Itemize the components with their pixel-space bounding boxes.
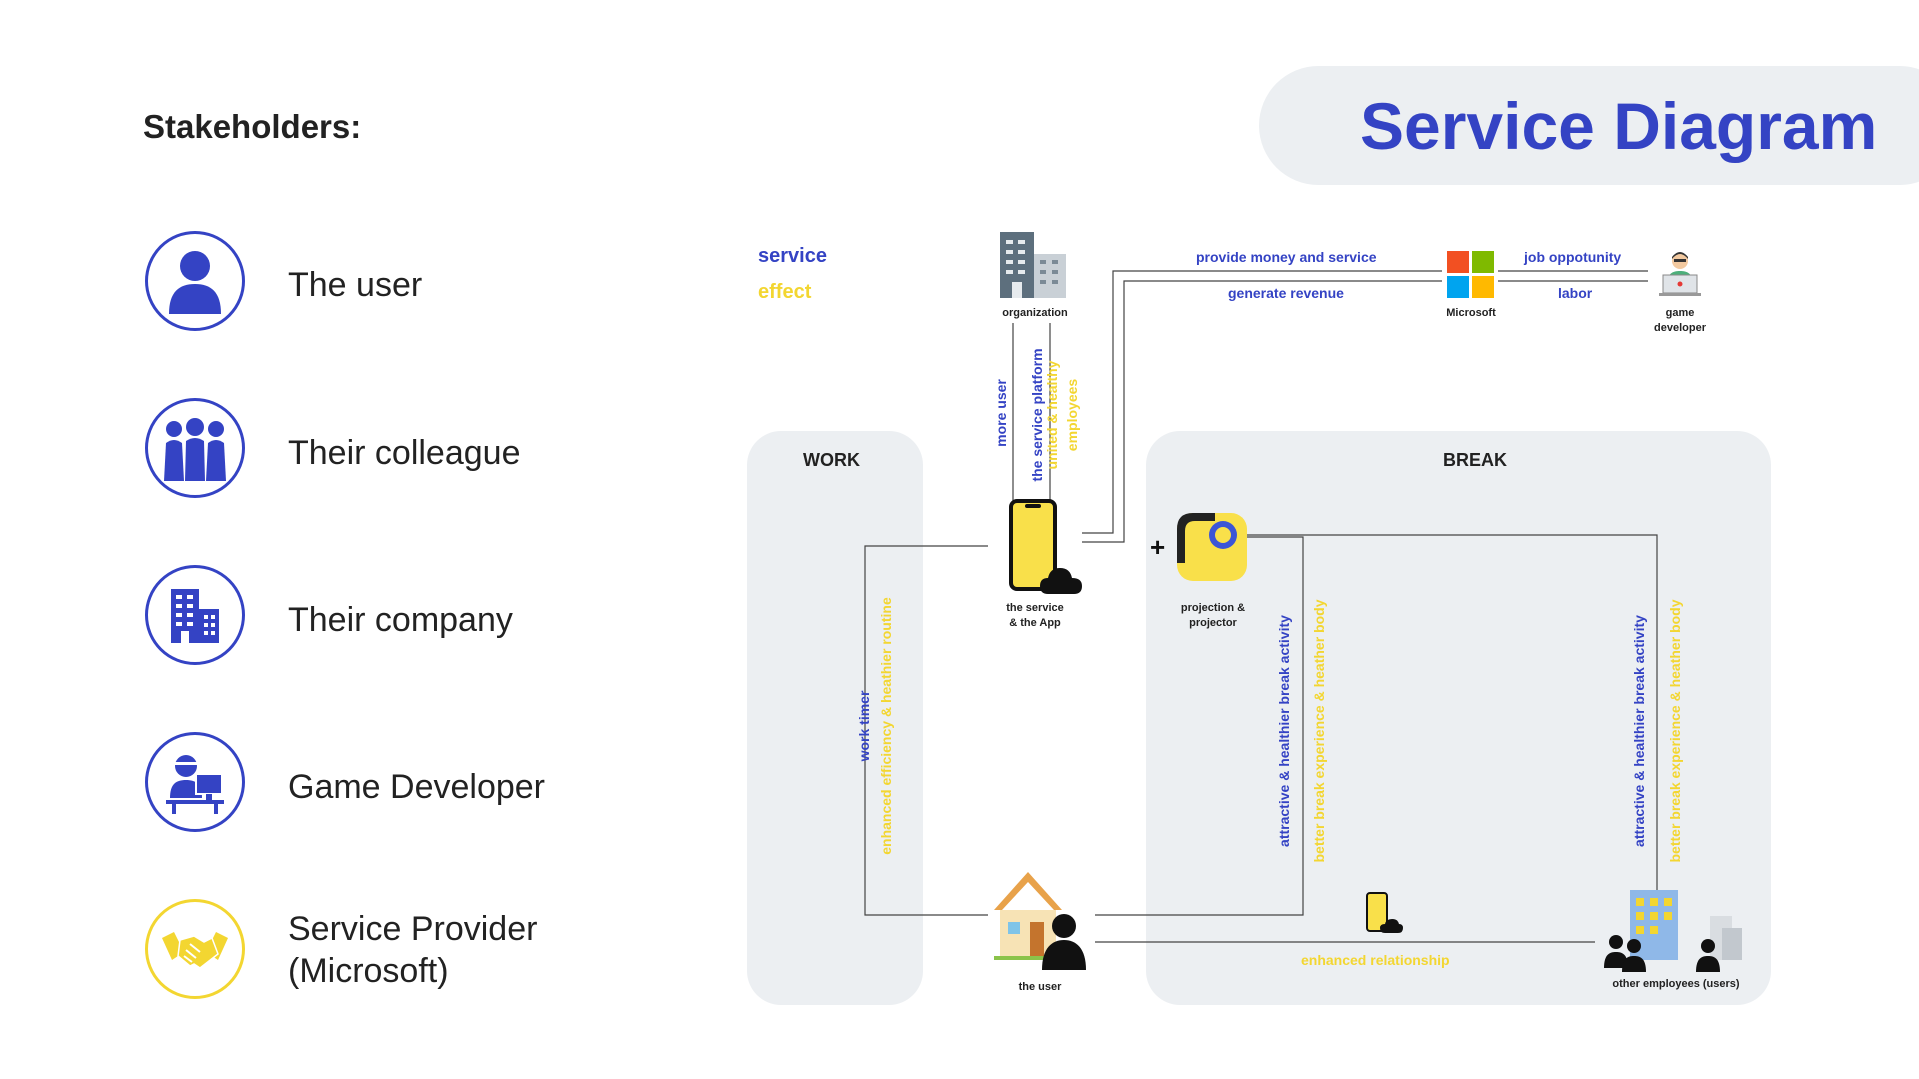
flow-labor: labor: [1558, 285, 1593, 301]
user-house-icon: [994, 872, 1086, 970]
projector-label-line1: projection &: [1180, 602, 1246, 614]
flow-united-line2: employees: [1064, 378, 1080, 452]
handshake-icon: [145, 899, 245, 999]
user-label: the user: [1018, 981, 1062, 993]
stakeholder-developer-label: Game Developer: [288, 768, 546, 806]
flow-efficiency: enhanced efficiency & heathier routine: [878, 597, 894, 855]
microsoft-label: Microsoft: [1446, 307, 1496, 319]
plus-icon: +: [1150, 532, 1166, 562]
game-developer-icon: [1659, 252, 1701, 296]
flow-united-line1: united & healthy: [1044, 360, 1060, 470]
app-label-line2: & the App: [1009, 617, 1061, 629]
flow-work-timer: work timer: [856, 690, 872, 762]
stakeholders-heading: Stakeholders:: [143, 108, 362, 145]
flow-provide-money: provide money and service: [1196, 249, 1377, 265]
game-developer-label-line2: developer: [1654, 322, 1706, 334]
flow-generate-revenue: generate revenue: [1228, 285, 1344, 301]
projector-label-line2: projector: [1189, 617, 1237, 629]
flow-better-body-1: better break experience & heather body: [1311, 599, 1327, 863]
small-phone-icon: [1366, 892, 1403, 933]
page-title: Service Diagram: [1360, 89, 1878, 163]
other-employees-icon: [1604, 890, 1742, 972]
flow-better-body-2: better break experience & heather body: [1667, 599, 1683, 863]
work-zone: [747, 431, 923, 1005]
user-icon: [145, 231, 245, 331]
flow-attractive-1: attractive & healthier break activity: [1276, 615, 1292, 847]
organization-icon: [1000, 232, 1066, 298]
flow-more-user: more user: [993, 379, 1009, 447]
legend-effect: effect: [758, 281, 812, 303]
flow-job-opportunity: job oppotunity: [1524, 249, 1622, 265]
game-developer-label-line1: game: [1665, 307, 1695, 319]
building-icon: [145, 565, 245, 665]
work-zone-label: WORK: [803, 450, 860, 470]
microsoft-logo-icon: [1447, 251, 1494, 298]
break-zone-label: BREAK: [1443, 450, 1508, 470]
stakeholder-provider-label-line1: Service Provider: [288, 910, 538, 948]
other-employees-label: other employees (users): [1612, 978, 1740, 990]
stakeholder-provider-label-line2: (Microsoft): [288, 952, 449, 990]
title-banner: [1259, 66, 1919, 185]
flow-attractive-2: attractive & healthier break activity: [1631, 615, 1647, 847]
projector-icon: [1177, 513, 1247, 581]
flow-relationship: enhanced relationship: [1301, 952, 1450, 968]
group-icon: [145, 398, 245, 498]
app-phone-icon: [1009, 499, 1082, 594]
developer-icon: [145, 732, 245, 832]
stakeholder-colleague-label: Their colleague: [288, 434, 521, 472]
stakeholder-user-label: The user: [288, 266, 423, 304]
stakeholder-company-label: Their company: [288, 601, 513, 639]
organization-label: organization: [1002, 307, 1068, 319]
legend-service: service: [758, 245, 827, 267]
app-label-line1: the service: [1006, 602, 1064, 614]
